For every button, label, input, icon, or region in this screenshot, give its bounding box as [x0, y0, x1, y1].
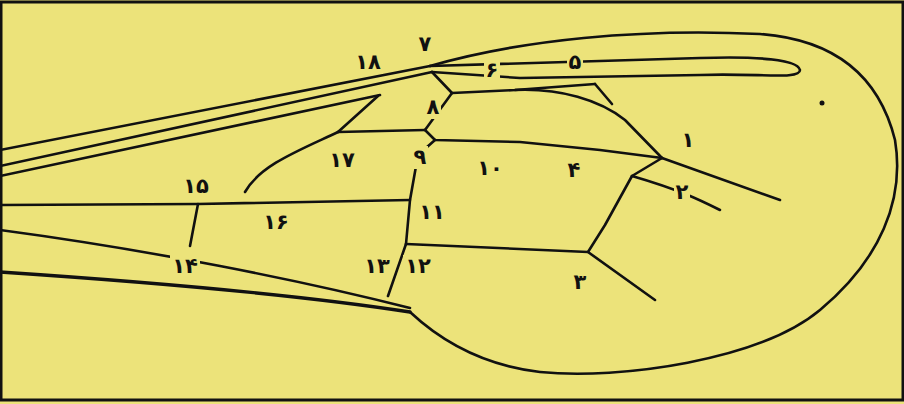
callout-number: ۱۰	[475, 157, 505, 180]
callout-number: ۱۵	[181, 175, 211, 198]
callout-number: ۱۷	[327, 149, 357, 172]
callout-number: ۳	[572, 271, 589, 294]
callout-number: ۷	[417, 33, 434, 56]
callout-number: ۹	[412, 146, 429, 169]
callout-number: ۱۳	[362, 255, 392, 278]
dot	[820, 101, 825, 106]
callout-number: ۱	[680, 129, 697, 152]
callout-number: ۴	[566, 159, 583, 182]
callout-number: ۸	[425, 96, 442, 119]
callout-number: ۶	[484, 59, 501, 82]
callout-number: ۱۲	[403, 255, 433, 278]
callout-number: ۱۱	[417, 201, 447, 224]
wing-veins	[0, 32, 897, 373]
callout-number: ۱۶	[261, 211, 291, 234]
callout-number: ۱۸	[353, 51, 383, 74]
callout-number: ۱۴	[170, 255, 200, 278]
callout-number: ۲	[674, 181, 691, 204]
callout-number: ۵	[567, 51, 584, 74]
